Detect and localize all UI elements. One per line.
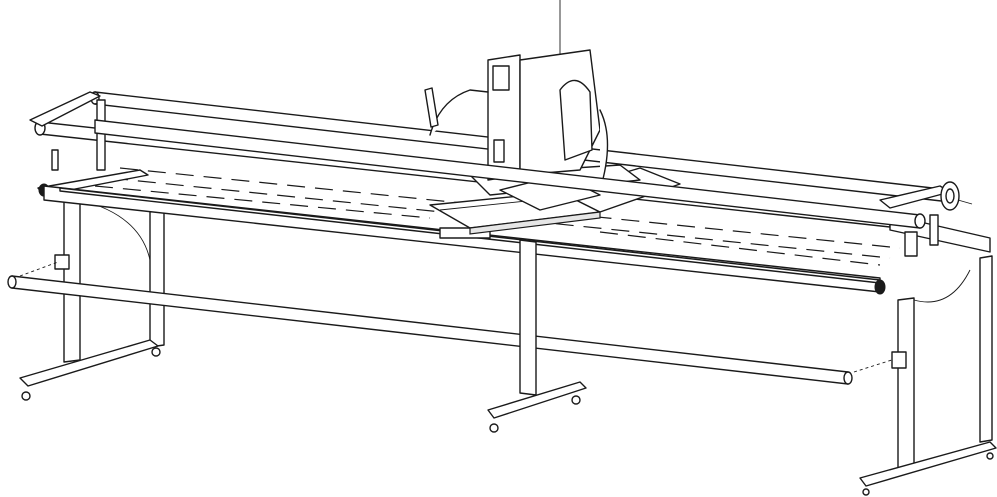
- hand-wheel: [940, 181, 973, 211]
- lower-rail: [7, 261, 899, 385]
- machine-handle: [424, 87, 489, 136]
- front-top-rail: [94, 119, 926, 229]
- right-end-frame: [859, 185, 997, 496]
- center-leg: [439, 227, 587, 433]
- left-end-frame: [19, 91, 165, 401]
